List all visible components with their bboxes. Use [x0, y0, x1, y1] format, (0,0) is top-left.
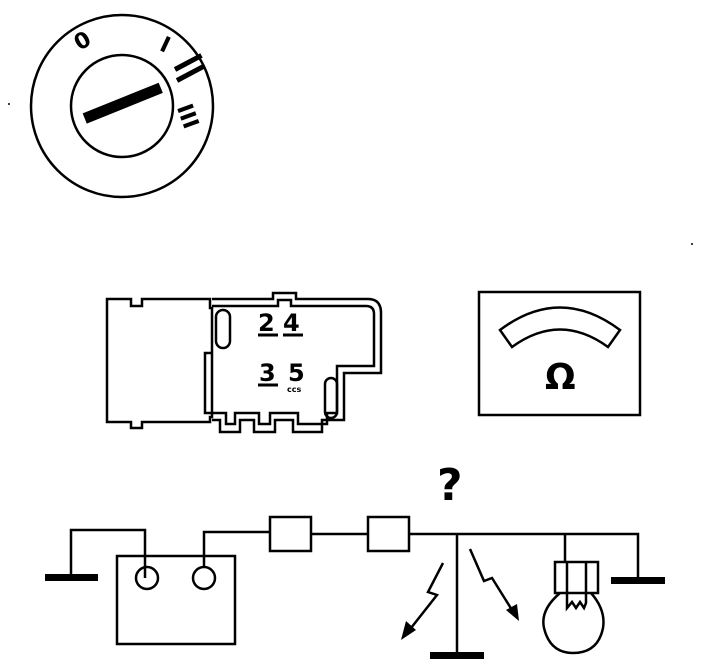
- ohm-symbol: Ω: [545, 357, 576, 398]
- switch-inner-ring: [69, 53, 175, 159]
- position-label-i: I: [156, 32, 174, 58]
- connector-outline: [105, 297, 214, 430]
- connector-plug-outline: [212, 291, 383, 434]
- connector-block: 2 4 3 5 ccs: [105, 291, 383, 434]
- fuse-box-2: [366, 515, 411, 553]
- question-mark: ?: [437, 460, 463, 511]
- position-label-0: 0: [70, 27, 96, 56]
- terminal-label-5: 5: [288, 359, 305, 387]
- ground-symbol-left: [45, 574, 98, 581]
- ground-symbol-middle: [430, 652, 484, 659]
- fuse-box-1: [268, 515, 313, 553]
- wire-to-lamp-ground: [409, 532, 640, 578]
- lamp-bulb: [542, 592, 605, 655]
- connector-latch-bottom: [323, 376, 339, 420]
- connector-inner-outline: [203, 298, 376, 426]
- position-label-iii: III: [171, 101, 203, 133]
- battery: [115, 554, 237, 646]
- ground-symbol-right: [611, 577, 665, 584]
- battery-terminal-positive: [191, 565, 217, 591]
- terminal-label-2: 2: [258, 309, 275, 337]
- short-circuit-arrow-left: [401, 562, 445, 640]
- battery-terminal-negative: [134, 565, 160, 591]
- terminal-label-4: 4: [283, 309, 300, 337]
- connector-latch-top: [214, 308, 232, 350]
- ohmmeter: Ω: [477, 290, 642, 417]
- position-mark-ii: [173, 53, 205, 83]
- wire-battery-to-fuse: [202, 530, 270, 567]
- ohmmeter-scale-arc: [498, 306, 622, 349]
- lamp-filament: [565, 593, 588, 612]
- lamp: [542, 534, 605, 655]
- short-circuit-arrow-right: [468, 548, 519, 621]
- terminal-sub-label: ccs: [287, 385, 301, 394]
- wire-ground-to-battery: [69, 528, 147, 578]
- ohmmeter-case: [477, 290, 642, 417]
- switch-key-slot: [82, 82, 163, 124]
- switch-outer-ring: [29, 13, 215, 199]
- terminal-label-3: 3: [259, 359, 276, 387]
- lamp-socket: [553, 560, 600, 595]
- circuit: ?: [45, 460, 665, 659]
- ignition-switch: 0 I III: [29, 13, 215, 199]
